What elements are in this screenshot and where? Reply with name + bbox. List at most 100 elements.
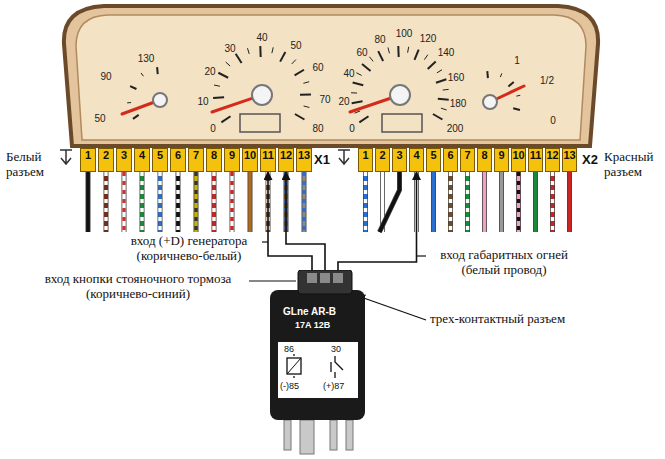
- callout-label: вход кнопки стояночного тормоза (коричне…: [30, 272, 246, 302]
- connector-pin: 9: [494, 148, 509, 172]
- gauge-number: 60: [356, 47, 367, 58]
- terminal-label: 86: [284, 344, 294, 354]
- callout-label: вход (+D) генератора (коричнево-белый): [118, 234, 260, 264]
- callout-label: вход габаритных огней (белый провод): [428, 248, 580, 278]
- pin-number: 2: [379, 149, 385, 161]
- gauge-number: 60: [312, 62, 323, 73]
- connector-pin: 6: [443, 148, 458, 172]
- gauge-number: 40: [343, 68, 354, 79]
- relay-blades: [284, 420, 353, 454]
- connector-pin: 6: [170, 148, 186, 172]
- connector-pin: 12: [545, 148, 560, 172]
- connector-pin: 1: [80, 148, 96, 172]
- connector-pin: 5: [426, 148, 441, 172]
- connector-pin: 8: [477, 148, 492, 172]
- connector-pin: 13: [562, 148, 577, 172]
- gauge-number: 200: [447, 123, 464, 134]
- gauge-number: 120: [420, 33, 437, 44]
- terminal-label: 30: [331, 344, 341, 354]
- gauge-number: 0: [550, 115, 556, 126]
- connector-name: Красный разъем: [604, 150, 662, 180]
- pin-number: 1: [85, 149, 91, 161]
- connector-pin: 3: [392, 148, 407, 172]
- pin-number: 8: [211, 149, 217, 161]
- gauge-number: 100: [396, 28, 413, 39]
- terminal-label: (+)87: [323, 381, 344, 391]
- needle-hubs: [153, 85, 497, 109]
- gauge-number: 80: [374, 34, 385, 45]
- connector-pin: 9: [224, 148, 240, 172]
- signal-wire: [268, 172, 312, 270]
- gauge-number: 70: [319, 94, 330, 105]
- pin-number: 6: [447, 149, 453, 161]
- connector-pin: 3: [116, 148, 132, 172]
- callout-label: трех-контактный разъем: [430, 312, 600, 327]
- gauge-number: 20: [204, 66, 215, 77]
- pin-number: 11: [530, 149, 542, 161]
- pin-number: 9: [498, 149, 504, 161]
- connector-pin: 4: [409, 148, 424, 172]
- gauge-number: 20: [338, 96, 349, 107]
- connector-pin: 13: [296, 148, 312, 172]
- display-window: [382, 114, 422, 132]
- pin-number: 4: [413, 149, 419, 161]
- connector-id: X2: [582, 153, 604, 168]
- connector-name: Белый разъем: [6, 150, 62, 180]
- connector-pin: 5: [152, 148, 168, 172]
- gauge-number: 0: [349, 123, 355, 134]
- gauge-number: 50: [290, 40, 301, 51]
- pin-number: 13: [298, 149, 310, 161]
- pin-number: 4: [139, 149, 145, 161]
- cluster-face: [76, 15, 586, 140]
- gauge-ticks: [127, 46, 520, 122]
- pin-number: 5: [430, 149, 436, 161]
- gauge-number: 40: [256, 32, 267, 43]
- pin-number: 12: [280, 149, 292, 161]
- pin-number: 5: [157, 149, 163, 161]
- pin-number: 6: [175, 149, 181, 161]
- pin-number: 11: [262, 149, 274, 161]
- display-window: [240, 114, 280, 132]
- connector-pin: 10: [242, 148, 258, 172]
- relay-marking: 17A 12B: [295, 320, 330, 330]
- pin-number: 7: [464, 149, 470, 161]
- connector-pin: 1: [358, 148, 373, 172]
- connector-pin: 11: [528, 148, 543, 172]
- relay-marking: GLne AR-B: [283, 306, 336, 317]
- connector-pin: 8: [206, 148, 222, 172]
- connector-pin: 2: [98, 148, 114, 172]
- signal-wire: [286, 172, 325, 270]
- gauge-number: 180: [450, 98, 467, 109]
- connector-pin: 11: [260, 148, 276, 172]
- connector-pin: 10: [511, 148, 526, 172]
- pin-number: 2: [103, 149, 109, 161]
- gauge-number: 130: [138, 53, 155, 64]
- pin-number: 1: [362, 149, 368, 161]
- gauge-number: 50: [94, 113, 105, 124]
- connector-pin: 4: [134, 148, 150, 172]
- pin-number: 10: [512, 149, 524, 161]
- gauge-number: 0: [210, 123, 216, 134]
- connector-pin: 2: [375, 148, 390, 172]
- gauge-number: 160: [448, 72, 465, 83]
- gauge-needles: [122, 86, 524, 114]
- pin-number: 7: [193, 149, 199, 161]
- pin-number: 10: [244, 149, 256, 161]
- relay-box: GLne AR-B 17A 12B 86 30 (-)85 (+)87: [265, 270, 375, 420]
- gauge-number: 10: [197, 96, 208, 107]
- terminal-label: (-)85: [280, 381, 299, 391]
- pin-number: 3: [396, 149, 402, 161]
- signal-wire: [338, 172, 417, 270]
- connector-pin: 7: [460, 148, 475, 172]
- relay-body: [265, 270, 375, 420]
- connector-pin: 7: [188, 148, 204, 172]
- gauge-number: 80: [312, 123, 323, 134]
- pin-number: 3: [121, 149, 127, 161]
- gauge-number: 30: [224, 43, 235, 54]
- gauge-number: 1/2: [540, 75, 554, 86]
- connector-id: X1: [314, 153, 338, 168]
- connector-pin: 12: [278, 148, 294, 172]
- pin-number: 12: [546, 149, 558, 161]
- pin-number: 8: [481, 149, 487, 161]
